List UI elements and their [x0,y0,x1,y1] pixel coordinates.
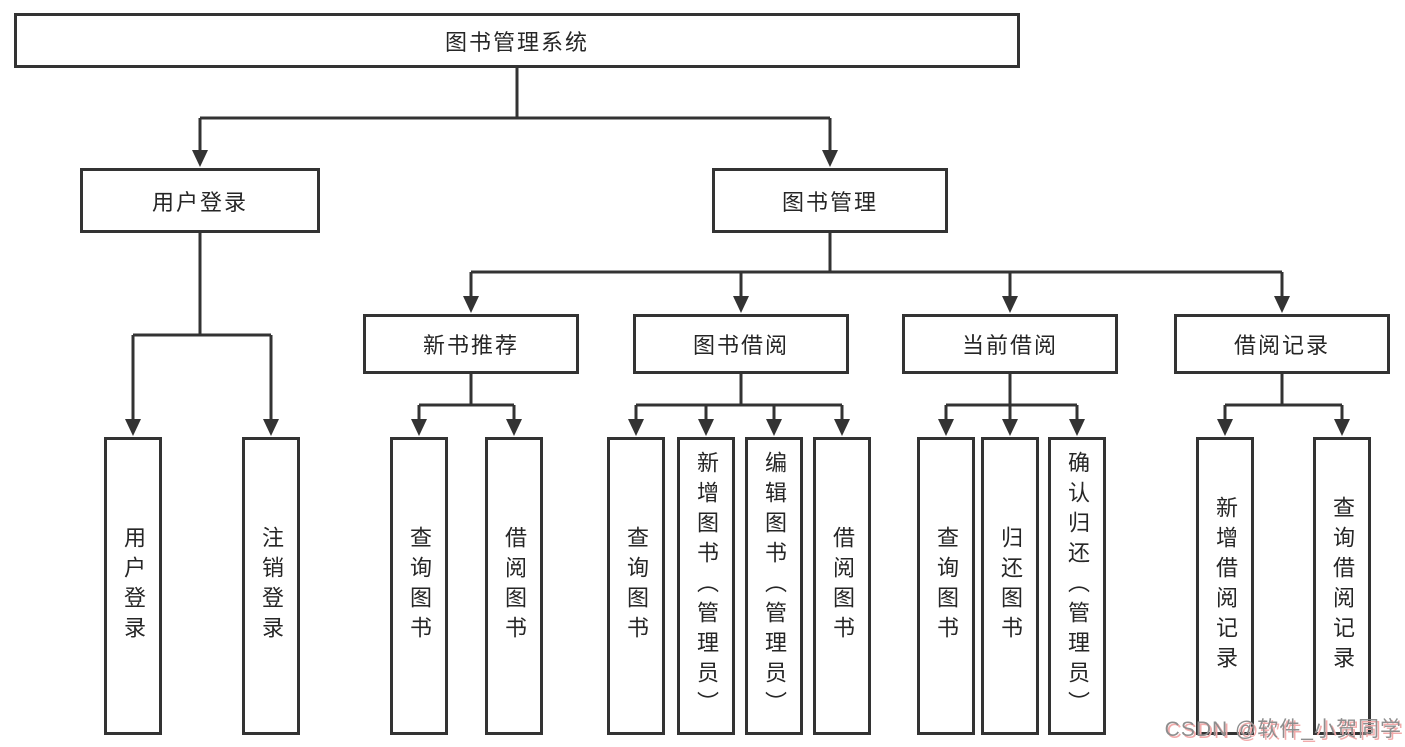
leaf-add-borrow-record: 新增借阅记录 [1196,437,1254,735]
leaf-recommend-borrow-books: 借阅图书 [485,437,543,735]
leaf-query-borrow-record-label: 查询借阅记录 [1330,496,1355,676]
leaf-query-borrow-record: 查询借阅记录 [1313,437,1371,735]
leaf-current-query-books: 查询图书 [917,437,975,735]
leaf-recommend-borrow-books-label: 借阅图书 [502,526,527,646]
leaf-borrow-query-books-label: 查询图书 [624,526,649,646]
csdn-watermark: CSDN @软件_小贺同学 [1164,718,1402,741]
node-current-borrow-label: 当前借阅 [961,333,1058,358]
node-book-borrow: 图书借阅 [633,314,849,374]
node-book-borrow-label: 图书借阅 [692,333,789,358]
leaf-logout-label: 注销登录 [259,526,284,646]
leaf-user-login: 用户登录 [104,437,162,735]
node-current-borrow: 当前借阅 [902,314,1118,374]
arrowheads [125,150,1350,436]
leaf-recommend-query-books-label: 查询图书 [407,526,432,646]
node-book-management-label: 图书管理 [781,189,878,215]
node-book-management: 图书管理 [712,168,948,233]
leaf-borrow-books: 借阅图书 [813,437,871,735]
leaf-current-query-books-label: 查询图书 [934,526,959,646]
leaf-recommend-query-books: 查询图书 [390,437,448,735]
leaf-borrow-query-books: 查询图书 [607,437,665,735]
leaf-edit-books-admin: 编辑图书（管理员） [745,437,803,735]
node-system-root: 图书管理系统 [14,13,1020,68]
node-user-login-label: 用户登录 [151,189,248,215]
node-borrow-records: 借阅记录 [1174,314,1390,374]
leaf-user-login-label: 用户登录 [121,526,146,646]
leaf-return-books: 归还图书 [981,437,1039,735]
leaf-borrow-books-label: 借阅图书 [830,526,855,646]
leaf-add-borrow-record-label: 新增借阅记录 [1213,496,1238,676]
leaf-add-books-admin-label: 新增图书（管理员） [694,451,719,721]
leaf-confirm-return-admin: 确认归还（管理员） [1048,437,1106,735]
leaf-confirm-return-admin-label: 确认归还（管理员） [1065,451,1090,721]
node-user-login: 用户登录 [80,168,320,233]
node-new-book-recommend-label: 新书推荐 [422,333,519,358]
leaf-logout: 注销登录 [242,437,300,735]
node-borrow-records-label: 借阅记录 [1233,333,1330,358]
leaf-return-books-label: 归还图书 [998,526,1023,646]
leaf-edit-books-admin-label: 编辑图书（管理员） [762,451,787,721]
leaf-add-books-admin: 新增图书（管理员） [677,437,735,735]
node-new-book-recommend: 新书推荐 [363,314,579,374]
node-system-root-label: 图书管理系统 [444,29,589,55]
